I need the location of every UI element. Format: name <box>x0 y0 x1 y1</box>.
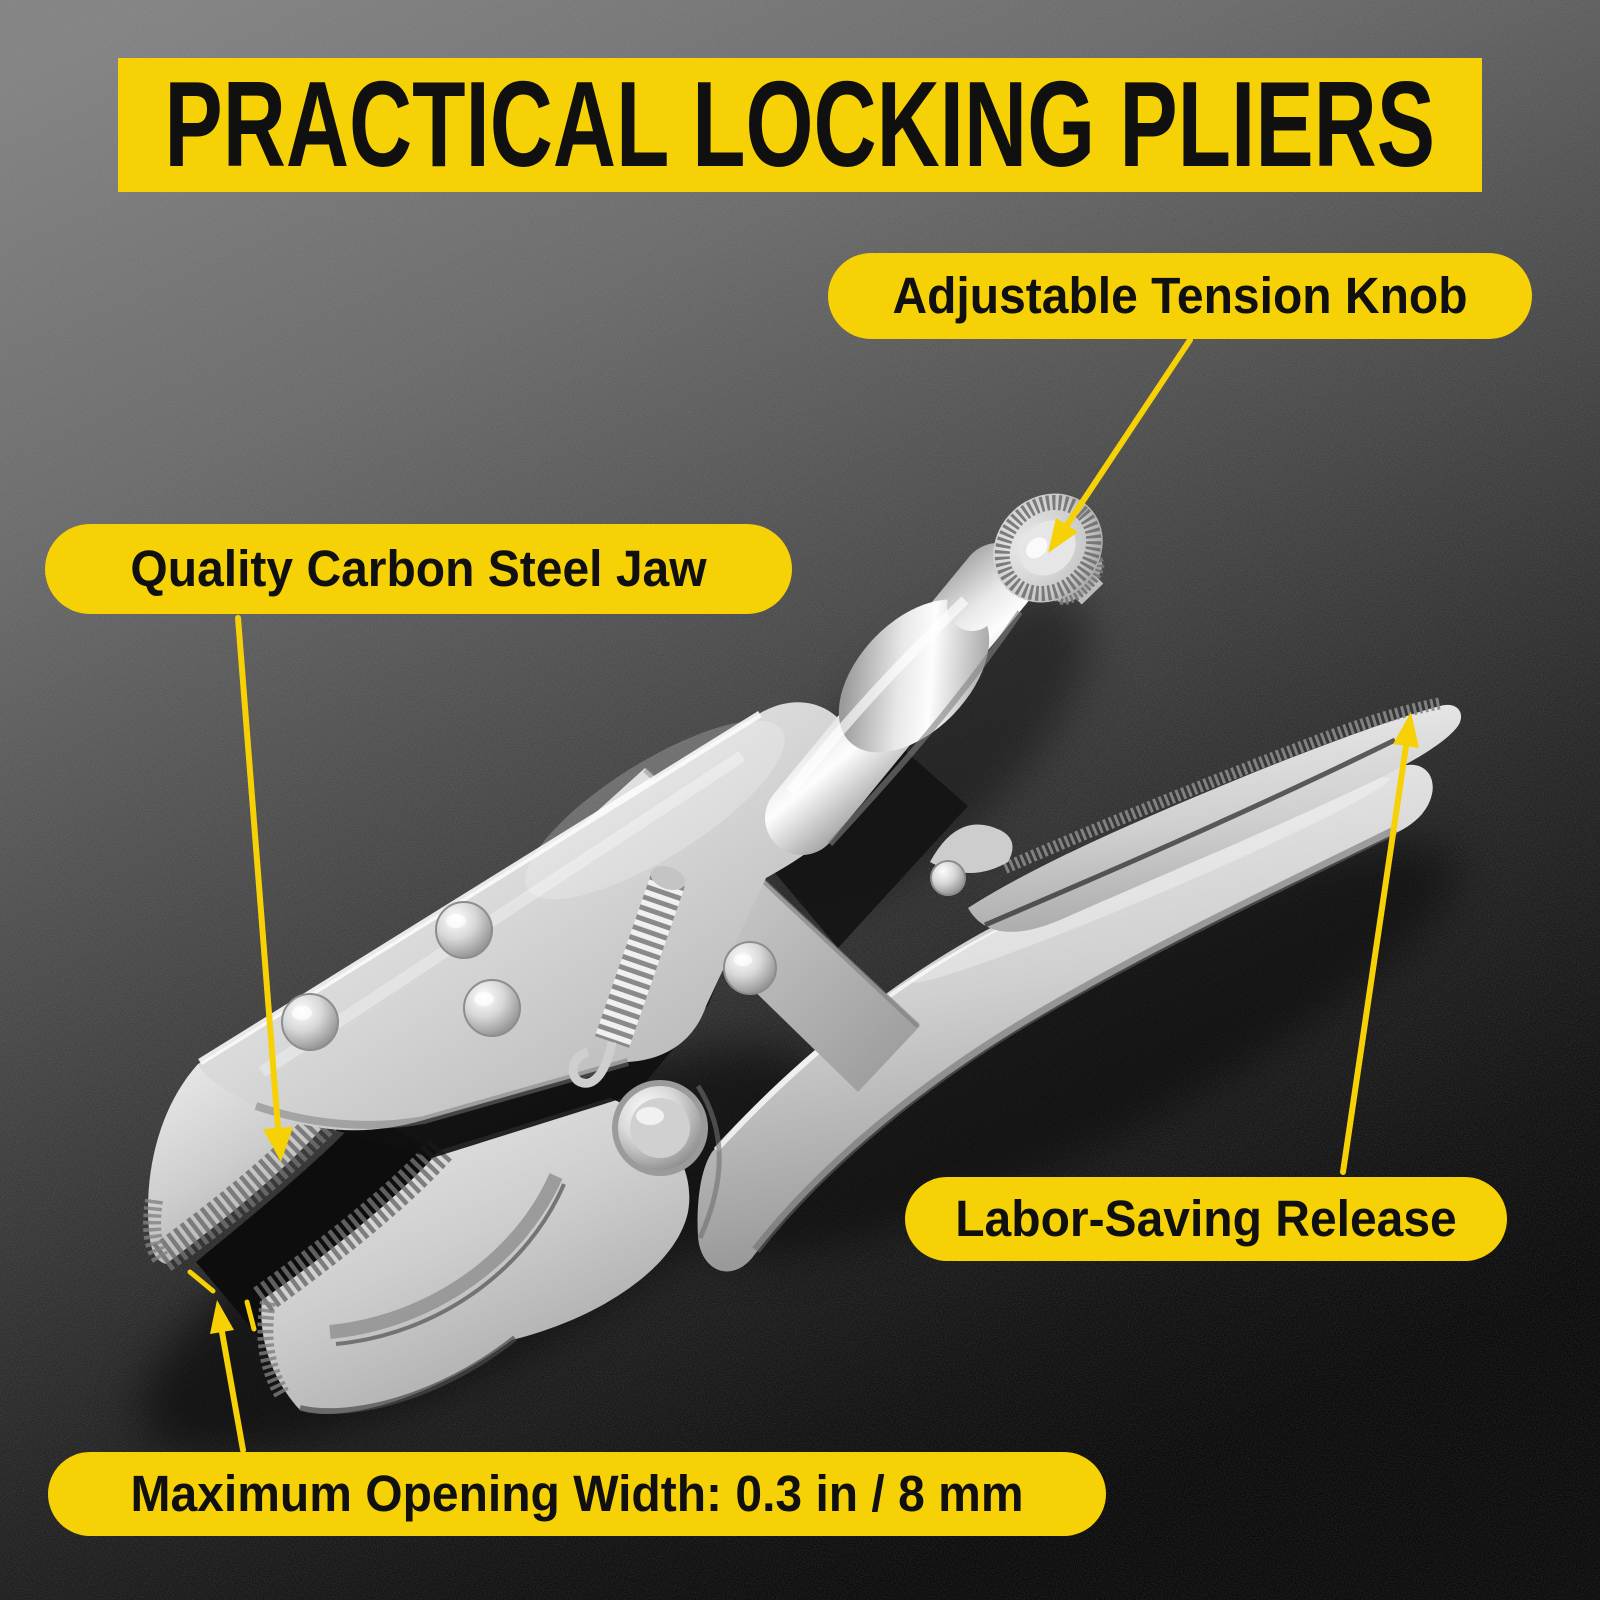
steel-jaw-arrow <box>235 615 293 1162</box>
spring-hook <box>568 1041 617 1088</box>
pivot-rivet <box>612 1080 708 1176</box>
shadow-wedge-tube <box>766 748 968 948</box>
rivet <box>435 901 493 959</box>
tension-knob-arrow <box>1048 337 1193 553</box>
page-title: PRACTICAL LOCKING PLIERS <box>164 57 1436 192</box>
lower-jaw <box>253 1098 690 1415</box>
callout-tension-knob-label: Adjustable Tension Knob <box>892 267 1468 325</box>
callout-steel-jaw: Quality Carbon Steel Jaw <box>45 524 792 614</box>
pliers <box>143 493 1462 1415</box>
release-lever <box>930 697 1462 932</box>
dimension-tick-lower <box>244 1299 257 1332</box>
dimension-tick-upper <box>187 1269 216 1294</box>
upper-jaw-tip-ridges <box>143 1198 170 1266</box>
jaw-gap-shadow <box>196 1112 436 1338</box>
rivet <box>281 993 339 1051</box>
callout-arrows <box>187 337 1419 1453</box>
rivets <box>281 860 966 1176</box>
knob-knurling <box>994 494 1102 602</box>
rivet-small <box>930 860 966 896</box>
rivet <box>723 941 777 995</box>
release-arrow <box>1340 712 1419 1175</box>
title-banner: PRACTICAL LOCKING PLIERS <box>118 57 1482 192</box>
lower-jaw-tip-ridges <box>257 1300 290 1398</box>
tension-knob <box>993 493 1105 605</box>
callout-release-label: Labor-Saving Release <box>955 1190 1457 1248</box>
coil-spring <box>568 865 686 1088</box>
callout-tension-knob: Adjustable Tension Knob <box>828 253 1532 339</box>
callout-release: Labor-Saving Release <box>905 1177 1507 1261</box>
handle-seam <box>695 1084 722 1240</box>
callout-opening-width-label: Maximum Opening Width: 0.3 in / 8 mm <box>130 1465 1024 1523</box>
callout-opening-width: Maximum Opening Width: 0.3 in / 8 mm <box>48 1452 1106 1536</box>
lever-serration <box>1002 697 1444 874</box>
rivet <box>463 979 521 1037</box>
callout-steel-jaw-label: Quality Carbon Steel Jaw <box>130 540 707 598</box>
opening-width-arrow <box>187 1269 257 1453</box>
